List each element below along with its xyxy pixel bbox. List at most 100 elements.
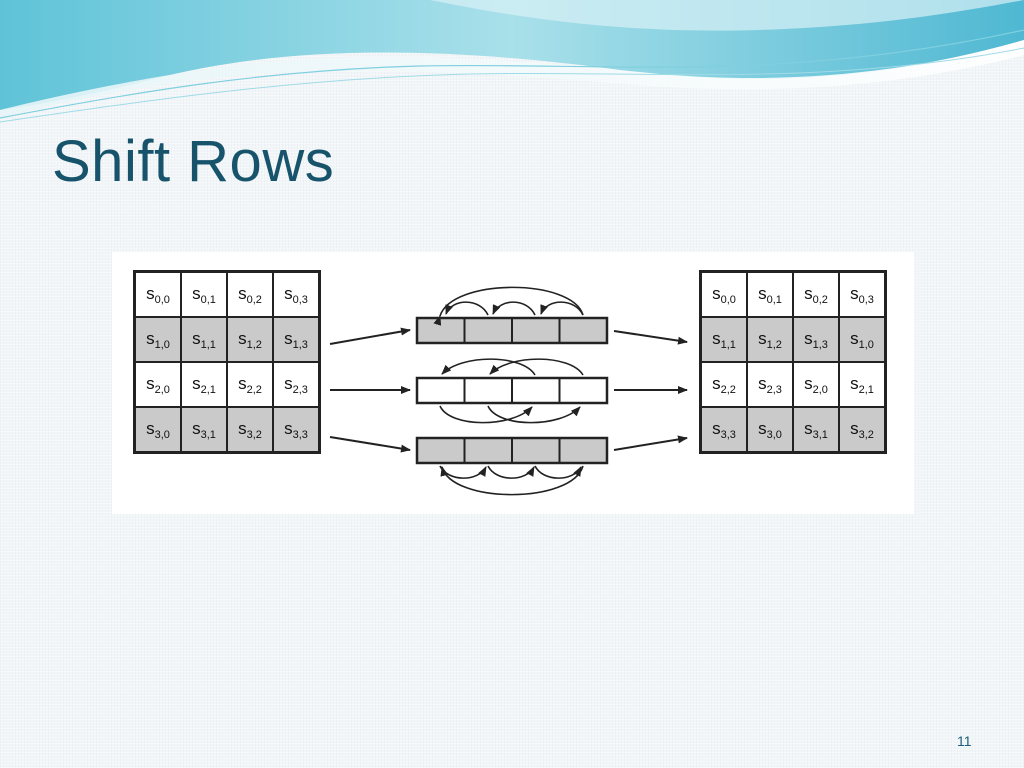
state-index: 1,3: [292, 338, 308, 351]
shift-rows-operations: [329, 286, 688, 496]
row2-lower-arrow-a: [439, 405, 533, 424]
row2-upper-arrow-a: [441, 358, 536, 376]
state-index: 0,1: [766, 293, 782, 306]
output-matrix-cell: s3,3: [699, 406, 748, 454]
state-index: 2,0: [812, 383, 828, 396]
state-index: 3,2: [246, 428, 262, 441]
state-index: 1,3: [812, 338, 828, 351]
state-index: 2,1: [858, 383, 874, 396]
input-matrix-cell: s0,2: [226, 270, 274, 318]
state-index: 0,1: [200, 293, 216, 306]
state-symbol: s: [712, 328, 721, 348]
row1-in-arrow: [329, 327, 411, 345]
row1-out-arrow: [613, 330, 688, 345]
row1-step-arrow-3: [540, 301, 584, 316]
state-index: 2,2: [720, 383, 736, 396]
input-matrix-cell: s3,3: [272, 406, 321, 454]
row3-shift: [329, 435, 688, 496]
state-symbol: s: [238, 373, 247, 393]
output-matrix-cell: s0,3: [838, 270, 887, 318]
output-matrix-cell: s1,3: [792, 316, 840, 363]
input-matrix-cell: s1,3: [272, 316, 321, 363]
row3-wrap-arrow: [440, 465, 584, 496]
state-symbol: s: [758, 283, 767, 303]
row1-step-arrow-2: [492, 301, 536, 316]
state-symbol: s: [850, 283, 859, 303]
state-index: 1,2: [766, 338, 782, 351]
state-index: 3,1: [200, 428, 216, 441]
state-symbol: s: [712, 418, 721, 438]
input-matrix-cell: s3,2: [226, 406, 274, 454]
row3-step-arrow-3: [534, 465, 582, 479]
slide-title: Shift Rows: [52, 129, 335, 194]
input-matrix-cell: s0,1: [180, 270, 228, 318]
state-index: 1,0: [154, 338, 170, 351]
output-matrix-cell: s2,2: [699, 361, 748, 408]
output-matrix-cell: s3,1: [792, 406, 840, 454]
state-symbol: s: [192, 373, 201, 393]
input-matrix-cell: s3,1: [180, 406, 228, 454]
input-matrix-cell: s1,2: [226, 316, 274, 363]
state-symbol: s: [192, 418, 201, 438]
state-index: 0,0: [720, 293, 736, 306]
output-matrix-cell: s3,0: [746, 406, 794, 454]
state-index: 2,1: [200, 383, 216, 396]
state-index: 2,3: [766, 383, 782, 396]
input-matrix-cell: s2,2: [226, 361, 274, 408]
row2-register: [415, 376, 609, 405]
state-index: 3,3: [720, 428, 736, 441]
slide-page-number: 11: [957, 733, 972, 749]
state-symbol: s: [146, 418, 155, 438]
state-symbol: s: [804, 418, 813, 438]
state-symbol: s: [284, 328, 293, 348]
row3-step-arrow-2: [487, 465, 535, 479]
output-matrix-cell: s2,3: [746, 361, 794, 408]
state-index: 0,3: [858, 293, 874, 306]
state-symbol: s: [758, 328, 767, 348]
header-wave-decoration: [0, 0, 1024, 123]
state-index: 1,1: [720, 338, 736, 351]
row3-out-arrow: [613, 435, 688, 451]
row2-upper-arrow-b: [489, 358, 584, 376]
output-matrix-cell: s0,0: [699, 270, 748, 318]
state-symbol: s: [238, 328, 247, 348]
state-symbol: s: [850, 418, 859, 438]
state-index: 1,1: [200, 338, 216, 351]
state-index: 0,0: [154, 293, 170, 306]
input-matrix-cell: s0,3: [272, 270, 321, 318]
input-matrix-cell: s2,0: [133, 361, 182, 408]
state-index: 2,3: [292, 383, 308, 396]
row1-step-arrow-1: [445, 301, 489, 316]
output-matrix-cell: s1,0: [838, 316, 887, 363]
state-symbol: s: [146, 283, 155, 303]
row2-lower-arrow-b: [487, 405, 581, 424]
state-symbol: s: [284, 418, 293, 438]
state-index: 3,3: [292, 428, 308, 441]
row1-wrap-arrow: [433, 286, 584, 326]
state-symbol: s: [238, 283, 247, 303]
state-index: 3,1: [812, 428, 828, 441]
state-index: 3,0: [766, 428, 782, 441]
state-symbol: s: [284, 283, 293, 303]
state-index: 1,0: [858, 338, 874, 351]
output-matrix-cell: s1,1: [699, 316, 748, 363]
input-matrix-cell: s3,0: [133, 406, 182, 454]
output-matrix-cell: s0,1: [746, 270, 794, 318]
row3-step-arrow-1: [439, 465, 487, 479]
input-matrix-cell: s1,0: [133, 316, 182, 363]
output-matrix-cell: s1,2: [746, 316, 794, 363]
state-symbol: s: [804, 373, 813, 393]
state-index: 2,0: [154, 383, 170, 396]
input-matrix-cell: s1,1: [180, 316, 228, 363]
state-index: 1,2: [246, 338, 262, 351]
state-symbol: s: [712, 373, 721, 393]
